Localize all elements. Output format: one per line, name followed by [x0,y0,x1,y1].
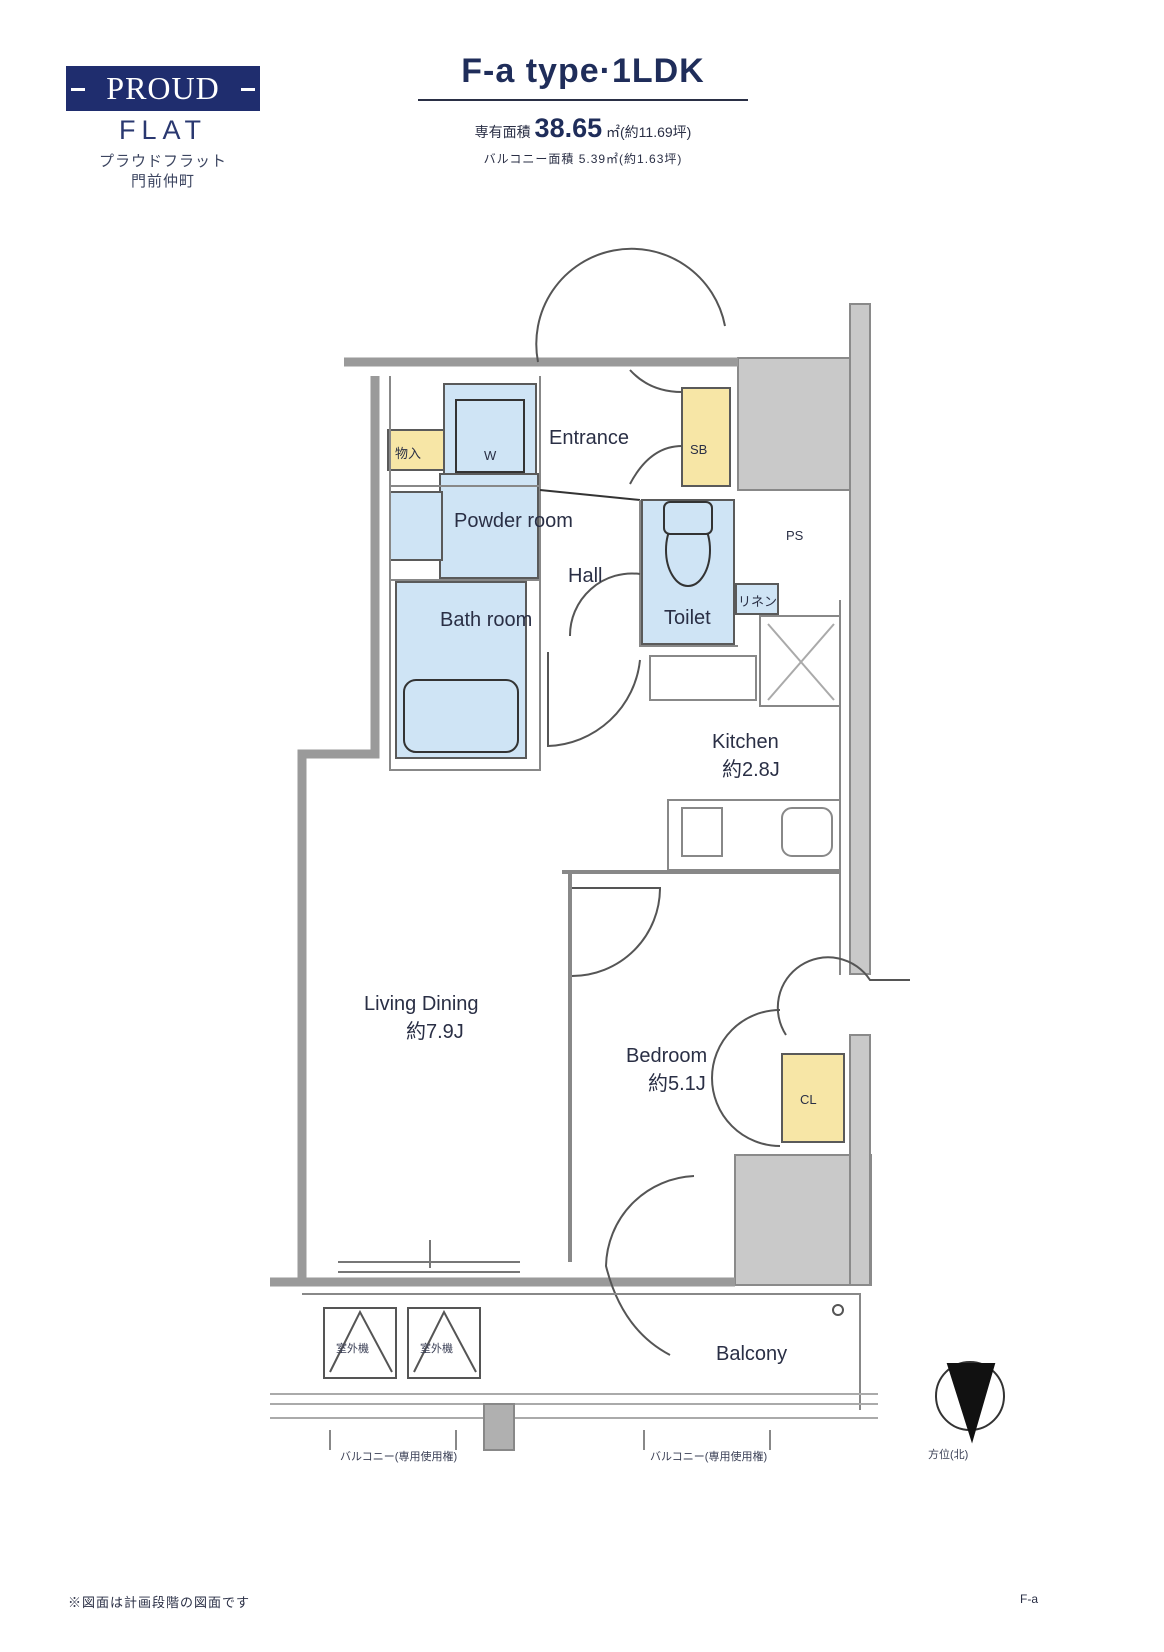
logo-bar: PROUD [66,66,260,111]
shoe-box [681,387,731,487]
logo-dash-right [241,88,255,91]
toilet-door-swing [568,572,641,637]
label-living-dining-size: 約7.9J [406,1020,464,1043]
window-door-swing [776,956,910,1036]
footer-left-note: ※図面は計画段階の図面です [68,1595,251,1610]
closet-bedroom [781,1053,845,1143]
balcony-door-swing [604,1175,695,1356]
kitchen-stove [681,807,723,857]
outdoor-unit-1 [323,1307,397,1379]
plan-type-title: F-a type·1LDK [461,52,705,90]
logo-main: PROUD [106,70,220,106]
label-balcony-left: バルコニー(専用使用権) [340,1449,457,1463]
label-wm: W [484,448,497,463]
label-outdoor-unit-2: 室外機 [420,1341,453,1355]
kitchen-upper-counter [649,655,757,701]
label-kitchen-size: 約2.8J [722,758,780,781]
label-pipe-space: PS [786,528,804,543]
label-kitchen: Kitchen [712,731,779,753]
label-hall: Hall [568,565,602,587]
logo-kana-1: プラウドフラット [98,153,227,170]
vanity [389,491,443,561]
label-powder-room: Powder room [454,510,573,532]
label-shoe-box: SB [690,442,707,457]
header-rule [418,99,748,101]
balcony-column [483,1403,515,1451]
structural-column-bottom [734,1154,872,1286]
logo-dash-left [71,88,85,91]
footer-right-note: F-a [1020,1592,1038,1606]
logo-sub: FLAT [118,115,207,145]
exterior-wall-right [849,303,871,975]
kitchen-sink [781,807,833,857]
toilet-tank [663,501,713,535]
shoe-door-lower [629,445,683,485]
balcony-outline [302,1293,861,1410]
bathtub [403,679,519,753]
label-bathroom: Bath room [440,609,532,631]
label-bedroom-size: 約5.1J [648,1072,706,1095]
outdoor-unit-1-mark [329,1309,393,1373]
entrance-door-swing [535,247,726,363]
dimension-ticks [329,1430,771,1450]
closet-powder [387,429,445,471]
balcony-area: バルコニー面積 5.39㎡(約1.63坪) [483,152,683,166]
shoe-door-upper [629,369,683,393]
plan-area: 専有面積 38.65 ㎡(約11.69坪) [418,113,748,144]
bath-door-swing [547,652,641,748]
fridge-cross [767,623,835,701]
closet-door-swing [711,1009,781,1147]
toilet-wall [639,500,738,647]
brand-logo: PROUD FLAT プラウドフラット 門前仲町 [66,66,260,192]
label-closet-bedroom: CL [800,1092,817,1107]
balcony-rails [270,1393,878,1419]
label-closet-powder: 物入 [395,446,421,461]
label-linen: リネン [738,594,777,609]
washer-machine [455,399,525,473]
label-balcony-right: バルコニー(専用使用権) [650,1449,767,1463]
kitchen-counter [667,799,841,871]
bedroom-door-swing [571,887,662,977]
outdoor-unit-2 [407,1307,481,1379]
north-arrow-icon [946,1363,996,1444]
area-prefix: 専有面積 [474,124,531,140]
label-entrance: Entrance [549,427,629,449]
plan-header: F-a type·1LDK 専有面積 38.65 ㎡(約11.69坪) バルコニ… [418,52,748,167]
label-toilet: Toilet [664,607,711,629]
label-balcony: Balcony [716,1343,787,1365]
label-bedroom: Bedroom [626,1045,707,1067]
outdoor-unit-2-mark [413,1309,477,1373]
area-value: 38.65 [534,113,603,143]
label-north: 方位(北) [928,1447,968,1461]
structural-column-top [737,357,851,491]
area-suffix: ㎡(約11.69坪) [606,124,692,140]
linen-fill [735,583,779,615]
label-outdoor-unit-1: 室外機 [336,1341,369,1355]
label-living-dining: Living Dining [364,993,479,1015]
bath-block-wall [389,376,541,771]
exterior-wall-right-lower [849,1034,871,1286]
powder-room-fill [439,473,539,579]
logo-kana-2: 門前仲町 [130,173,195,190]
drain-icon [832,1304,844,1316]
hall-line [539,489,641,501]
left-wall [297,376,380,1282]
